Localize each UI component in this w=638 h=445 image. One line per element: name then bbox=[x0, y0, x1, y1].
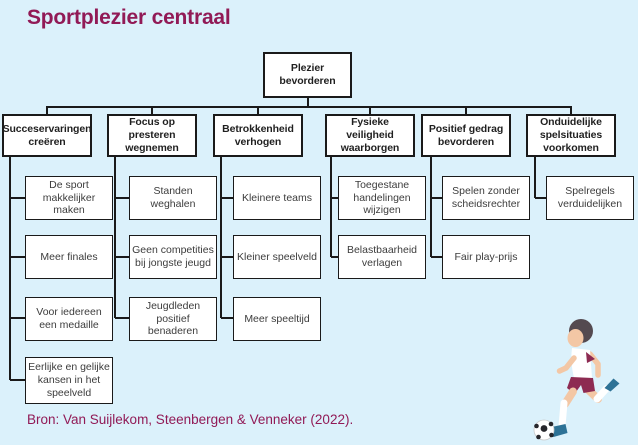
leaf-geen-competities-jongste-jeugd: Geen competities bij jongste jeugd bbox=[129, 235, 217, 279]
leaf-spelen-zonder-scheidsrechter: Spelen zonder scheidsrechter bbox=[442, 176, 530, 220]
player-back-sock bbox=[593, 385, 610, 403]
node-plezier-bevorderen: Plezier bevorderen bbox=[263, 52, 352, 98]
leaf-toegestane-handelingen-wijzigen: Toegestane handelingen wijzigen bbox=[338, 176, 426, 220]
node-positief-gedrag-bevorderen: Positief gedrag bevorderen bbox=[421, 114, 511, 157]
leaf-spelregels-verduidelijken: Spelregels verduidelijken bbox=[546, 176, 634, 220]
leaf-kleiner-speelveld: Kleiner speelveld bbox=[233, 235, 321, 279]
node-focus-op-presteren-wegnemen: Focus op presteren wegnemen bbox=[107, 114, 197, 157]
player-shirt-accent bbox=[586, 352, 595, 363]
player-front-sock bbox=[558, 399, 568, 430]
page-title: Sportplezier centraal bbox=[27, 6, 231, 29]
node-succeservaringen-creeren: Succeservaringen creëren bbox=[2, 114, 92, 157]
player-face bbox=[567, 329, 584, 347]
player-front-arm bbox=[556, 355, 577, 374]
leaf-meer-finales: Meer finales bbox=[25, 235, 113, 279]
source-citation: Bron: Van Suijlekom, Steenbergen & Venne… bbox=[27, 412, 354, 427]
leaf-meer-speeltijd: Meer speeltijd bbox=[233, 297, 321, 341]
soccer-player-illustration bbox=[533, 319, 620, 441]
leaf-jeugdleden-positief-benaderen: Jeugdleden positief benaderen bbox=[129, 297, 217, 341]
player-shirt bbox=[571, 348, 592, 378]
leaf-belastbaarheid-verlagen: Belastbaarheid verlagen bbox=[338, 235, 426, 279]
node-betrokkenheid-verhogen: Betrokkenheid verhogen bbox=[213, 114, 303, 157]
soccer-player bbox=[549, 319, 620, 437]
leaf-voor-iedereen-een-medaille: Voor iedereen een medaille bbox=[25, 297, 113, 341]
node-fysieke-veiligheid-waarborgen: Fysieke veiligheid waarborgen bbox=[325, 114, 415, 157]
player-back-shoe bbox=[604, 378, 620, 392]
soccer-ball-icon bbox=[533, 419, 555, 441]
leaf-kleinere-teams: Kleinere teams bbox=[233, 176, 321, 220]
leaf-de-sport-makkelijker-maken: De sport makkelijker maken bbox=[25, 176, 113, 220]
node-onduidelijke-spelsituaties-voorkomen: Onduidelijke spelsituaties voorkomen bbox=[526, 114, 616, 157]
leaf-eerlijke-en-gelijke-kansen: Eerlijke en gelijke kansen in het speelv… bbox=[25, 357, 113, 404]
tree-connectors bbox=[9, 97, 572, 381]
leaf-fair-play-prijs: Fair play-prijs bbox=[442, 235, 530, 279]
leaf-standen-weghalen: Standen weghalen bbox=[129, 176, 217, 220]
